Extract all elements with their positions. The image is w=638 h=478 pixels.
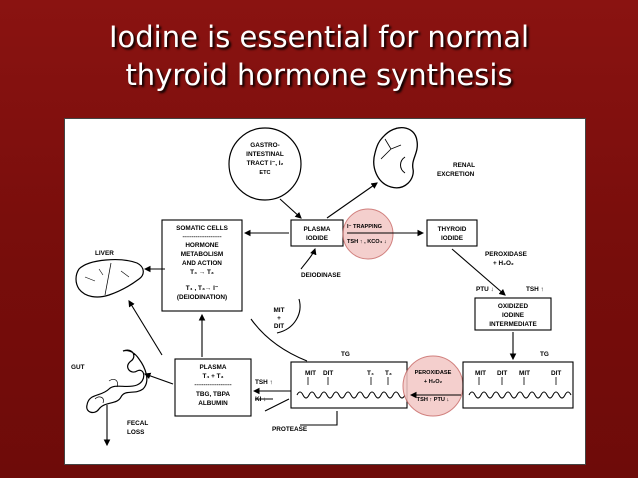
somatic-header: SOMATIC CELLS xyxy=(176,225,228,232)
oxidized-line-1: OXIDIZED xyxy=(498,303,529,310)
peroxidase2-regulation: TSH ↑ PTU ↓ xyxy=(417,397,450,403)
peroxidase2-line-1: PEROXIDASE xyxy=(415,370,452,376)
gi-tract-circle xyxy=(228,127,302,201)
tg2-dit: DIT xyxy=(497,370,507,377)
tg2-dit-2: DIT xyxy=(551,370,561,377)
plasma-hormone-box xyxy=(174,358,252,417)
gi-line-3: TRACT I⁻, I₂ xyxy=(247,160,284,167)
liver-label: LIVER xyxy=(95,250,114,257)
trapping-regulation: TSH ↑ , KCO₄ ↓ xyxy=(347,239,387,245)
somatic-deiod-1: T₄ , T₃→ I⁻ xyxy=(186,285,218,292)
trapping-label: I⁻ TRAPPING xyxy=(347,224,382,230)
oxidized-iodine-box xyxy=(474,297,552,331)
slide-title: Iodine is essential for normal thyroid h… xyxy=(0,18,638,94)
iodine-metabolism-diagram: GASTRO- INTESTINAL TRACT I⁻, I₂ ETC RENA… xyxy=(71,127,574,447)
somatic-deiod-2: (DEIODINATION) xyxy=(177,294,227,301)
tg2-mit-2: MIT xyxy=(519,370,530,377)
gi-line-1: GASTRO- xyxy=(250,142,279,149)
liver-icon xyxy=(75,259,144,298)
somatic-line-2: METABOLISM xyxy=(181,251,223,258)
renal-line-1: RENAL xyxy=(453,162,475,169)
thyroglobulin-box-2 xyxy=(462,361,574,409)
ptu-down-label: PTU ↓ xyxy=(476,286,494,293)
somatic-cells-box xyxy=(161,219,243,312)
somatic-line-3: AND ACTION xyxy=(182,260,222,267)
tg1-dit: DIT xyxy=(323,370,333,377)
renal-line-2: EXCRETION xyxy=(437,171,475,178)
tg2-chain xyxy=(468,391,572,399)
pathway-arrows xyxy=(103,182,517,447)
plasma-iodide-line-2: IODIDE xyxy=(306,235,329,242)
mit-dit-3: DIT xyxy=(274,323,284,330)
oxidized-line-2: IODINE xyxy=(502,312,525,319)
thyroid-iodide-line-2: IODIDE xyxy=(441,235,464,242)
tg1-t4: T₄ xyxy=(367,370,374,377)
tsh-up-label-2: TSH ↑ xyxy=(255,379,273,386)
title-line-1: Iodine is essential for normal xyxy=(108,20,530,54)
gut-label: GUT xyxy=(71,364,85,371)
protease-label: PROTEASE xyxy=(272,426,308,433)
tg1-mit: MIT xyxy=(305,370,316,377)
gi-line-2: INTESTINAL xyxy=(246,151,284,158)
kidney-icon xyxy=(373,127,418,189)
deiodinase-label: DEIODINASE xyxy=(301,272,342,279)
plasma-iodide-box xyxy=(290,219,344,247)
mit-dit-1: MIT xyxy=(273,307,284,314)
peroxidase-highlight xyxy=(402,355,464,417)
oxidized-line-3: INTERMEDIATE xyxy=(489,321,537,328)
somatic-dashes: --------------------- xyxy=(182,234,221,240)
diagram-panel: GASTRO- INTESTINAL TRACT I⁻, I₂ ETC RENA… xyxy=(64,118,586,465)
fecal-line-2: LOSS xyxy=(127,429,145,436)
plasma-box-line-1: PLASMA xyxy=(200,364,227,371)
mit-dit-2: + xyxy=(277,315,281,322)
fecal-line-1: FECAL xyxy=(127,420,148,427)
tsh-up-label: TSH ↑ xyxy=(526,286,544,293)
plasma-box-dashes: -------------------- xyxy=(194,382,231,388)
tg1-t3: T₃ xyxy=(385,370,392,377)
intestine-icon xyxy=(86,349,148,414)
plasma-box-line-2: T₄ + T₃ xyxy=(202,373,223,380)
title-line-2: thyroid hormone synthesis xyxy=(125,58,513,92)
plasma-box-bind-1: TBG, TBPA xyxy=(196,391,230,398)
thyroid-iodide-line-1: THYROID xyxy=(438,226,467,233)
somatic-line-1: HORMONE xyxy=(185,242,219,249)
tg-left-label: TG xyxy=(341,351,350,358)
peroxidase2-line-2: + H₂O₂ xyxy=(424,379,443,385)
peroxidase-right-2: + H₂O₂ xyxy=(493,260,514,267)
somatic-line-4: T₄ → T₃ xyxy=(190,269,214,276)
tg2-mit: MIT xyxy=(475,370,486,377)
peroxidase-right-1: PEROXIDASE xyxy=(485,251,528,258)
gi-line-4: ETC xyxy=(259,170,270,176)
plasma-box-bind-2: ALBUMIN xyxy=(198,400,228,407)
plasma-iodide-line-1: PLASMA xyxy=(304,226,331,233)
trapping-highlight xyxy=(342,208,394,260)
thyroid-iodide-box xyxy=(426,219,478,247)
tg1-chain xyxy=(296,391,406,399)
tg-right-label: TG xyxy=(540,351,549,358)
